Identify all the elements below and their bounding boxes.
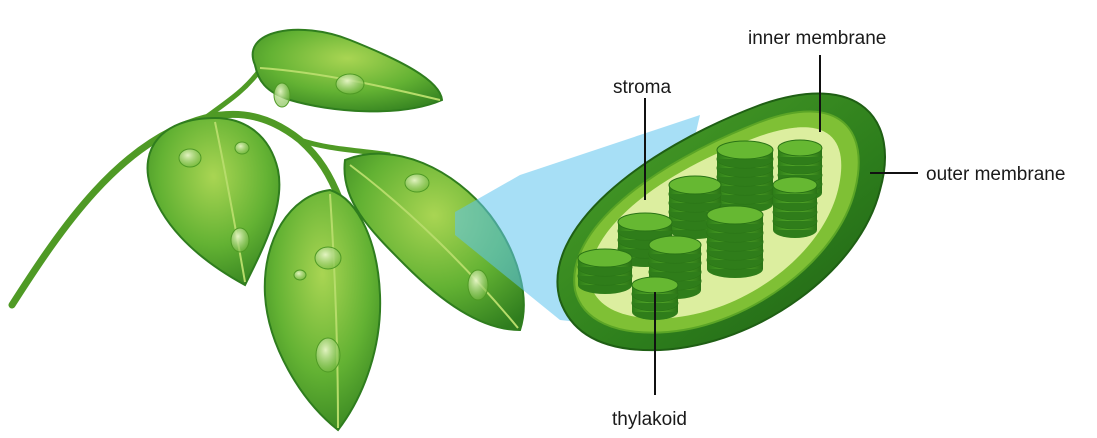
- thylakoid-stack: [773, 177, 817, 238]
- thylakoid-disc: [618, 213, 672, 231]
- thylakoid-disc: [717, 141, 773, 159]
- thylakoid-disc: [778, 140, 822, 156]
- thylakoid-stack: [707, 206, 763, 278]
- thylakoid-stack: [717, 141, 773, 213]
- thylakoid-disc: [632, 277, 678, 293]
- label-inner-membrane: inner membrane: [748, 28, 886, 49]
- thylakoid-stack: [578, 249, 632, 294]
- thylakoid-disc: [707, 206, 763, 224]
- leaf-bottom: [265, 190, 380, 430]
- label-stroma: stroma: [613, 77, 672, 98]
- label-thylakoid: thylakoid: [612, 409, 687, 430]
- thylakoid-disc: [773, 177, 817, 193]
- plant-branch: [12, 30, 524, 430]
- leaf-left: [148, 118, 280, 285]
- thylakoid-disc: [578, 249, 632, 267]
- chloroplast: [557, 94, 885, 351]
- thylakoid-disc: [669, 176, 721, 194]
- thylakoid-disc: [649, 236, 701, 254]
- label-outer-membrane: outer membrane: [926, 164, 1065, 185]
